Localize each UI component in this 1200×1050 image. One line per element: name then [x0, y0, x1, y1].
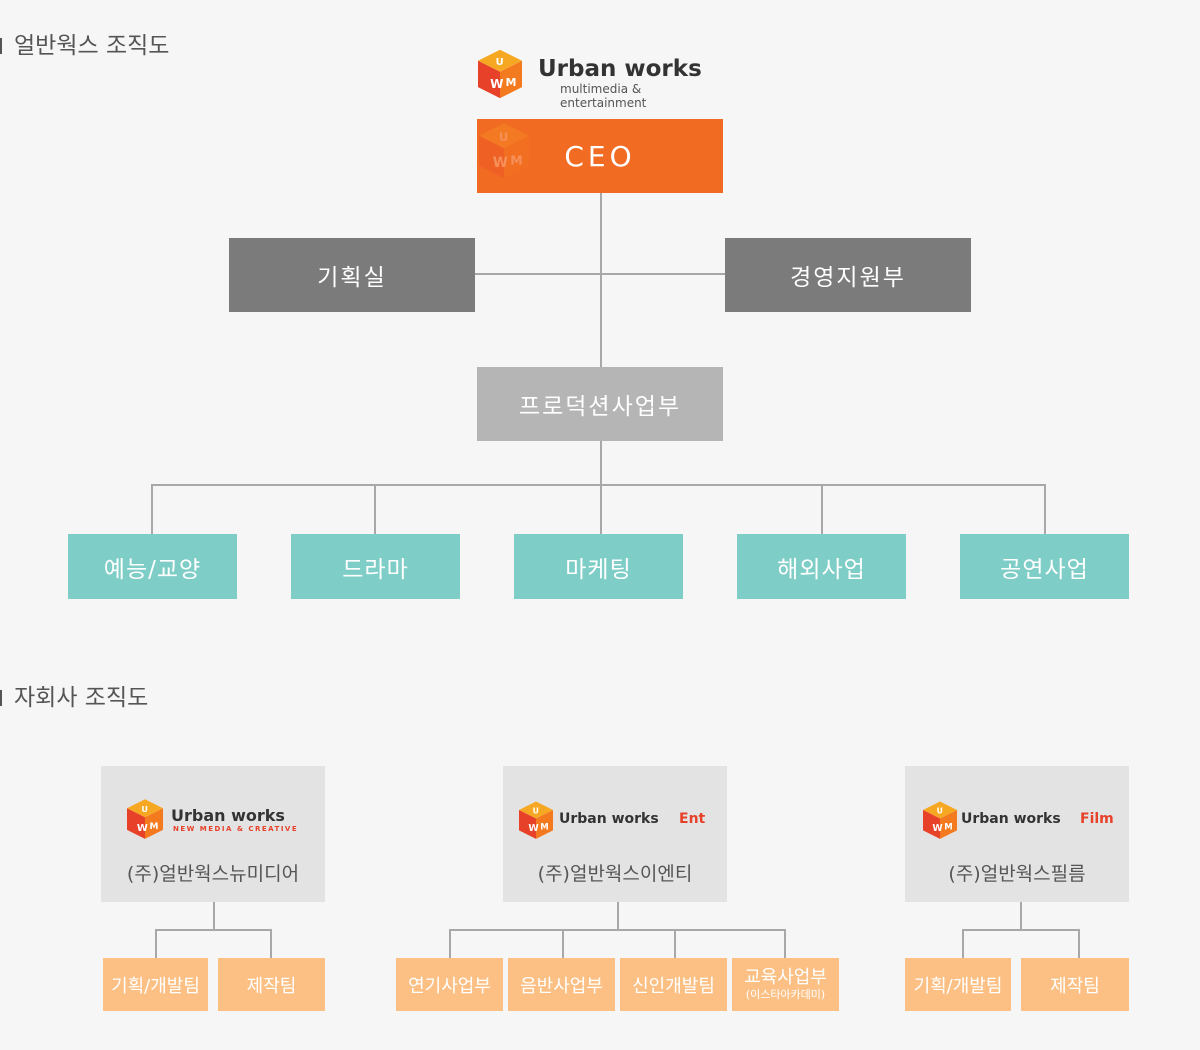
- connector-sub3-team2: [1078, 929, 1080, 958]
- subsidiary-logo-name: Urban works: [559, 811, 659, 827]
- connector-dept-2: [374, 484, 376, 534]
- subsidiary-logo-suffix: Ent: [679, 811, 706, 827]
- connector-sub1-down: [213, 902, 215, 930]
- production-division-label: 프로덕션사업부: [518, 394, 682, 420]
- department-label: 마케팅: [565, 556, 632, 583]
- team-note: (이스타아카데미): [745, 987, 826, 1001]
- connector-dept-3: [600, 484, 602, 534]
- urban-works-logo-icon: [127, 799, 163, 839]
- connector-dept-4: [821, 484, 823, 534]
- team-label: 제작팀: [1050, 975, 1100, 997]
- team-box: 제작팀: [1021, 958, 1129, 1011]
- team-label: 기획/개발팀: [913, 975, 1003, 997]
- connector-sub2-team1: [449, 929, 451, 958]
- team-box: 기획/개발팀: [103, 958, 208, 1011]
- connector-sub2-team4: [784, 929, 786, 958]
- main-logo-name: Urban works: [538, 56, 702, 82]
- title-bar: [0, 38, 2, 54]
- ceo-label: CEO: [564, 139, 636, 173]
- department-box: 드라마: [291, 534, 460, 599]
- team-box: 연기사업부: [396, 958, 503, 1011]
- connector-sub1-team1: [155, 929, 157, 958]
- ceo-box: CEO: [477, 119, 723, 193]
- main-logo-tagline: multimedia & entertainment: [560, 82, 647, 110]
- org-chart-title: 얼반웍스 조직도: [0, 26, 169, 60]
- urban-works-logo-icon: [478, 49, 522, 99]
- planning-office-label: 기획실: [317, 265, 387, 291]
- connector-production-down: [600, 440, 602, 485]
- team-label: 음반사업부: [520, 975, 603, 997]
- subsidiary-logo-tagline: NEW MEDIA & CREATIVE: [173, 825, 299, 833]
- department-box: 예능/교양: [68, 534, 237, 599]
- subsidiary-card-ent: Urban works Ent (주)얼반웍스이엔티: [503, 766, 727, 902]
- subsidiary-logo-name: Urban works: [171, 806, 285, 825]
- connector-staff-horizontal: [475, 273, 725, 275]
- subsidiary-card-film: Urban works Film (주)얼반웍스필름: [905, 766, 1129, 902]
- team-label: 제작팀: [246, 975, 297, 997]
- team-label: 교육사업부: [744, 966, 827, 988]
- connector-sub2-down: [617, 902, 619, 930]
- team-label: 연기사업부: [408, 975, 491, 997]
- org-chart-title-text: 얼반웍스 조직도: [14, 33, 170, 59]
- team-box: 교육사업부 (이스타아카데미): [732, 958, 839, 1011]
- connector-sub1-team2: [270, 929, 272, 958]
- department-label: 해외사업: [777, 556, 866, 583]
- connector-sub2-team2: [562, 929, 564, 958]
- connector-departments-horizontal: [151, 484, 1046, 486]
- subsidiary-chart-title: 자회사 조직도: [0, 678, 148, 712]
- connector-sub3-horizontal: [962, 929, 1080, 931]
- subsidiary-logo-name: Urban works: [961, 811, 1061, 827]
- connector-sub3-down: [1020, 902, 1022, 930]
- main-logo: Urban works multimedia & entertainment: [478, 42, 728, 110]
- planning-office-box: 기획실: [229, 238, 475, 312]
- subsidiary-logo-suffix: Film: [1080, 811, 1114, 827]
- connector-ceo-production: [600, 192, 602, 368]
- subsidiary-company-name: (주)얼반웍스이엔티: [537, 863, 693, 885]
- department-label: 드라마: [342, 556, 409, 583]
- team-box: 제작팀: [218, 958, 325, 1011]
- production-division-box: 프로덕션사업부: [477, 367, 723, 441]
- ceo-watermark-logo-icon: [479, 123, 529, 179]
- team-label: 신인개발팀: [632, 975, 715, 997]
- urban-works-logo-icon: [923, 801, 957, 839]
- subsidiary-card-newmedia: Urban works NEW MEDIA & CREATIVE (주)얼반웍스…: [101, 766, 325, 902]
- management-support-box: 경영지원부: [725, 238, 971, 312]
- team-box: 음반사업부: [508, 958, 615, 1011]
- management-support-label: 경영지원부: [790, 265, 906, 291]
- subsidiary-chart-title-text: 자회사 조직도: [14, 685, 149, 711]
- subsidiary-company-name: (주)얼반웍스필름: [948, 863, 1086, 885]
- connector-sub3-team1: [962, 929, 964, 958]
- department-label: 공연사업: [1000, 556, 1089, 583]
- department-label: 예능/교양: [103, 556, 202, 583]
- team-box: 기획/개발팀: [905, 958, 1011, 1011]
- connector-dept-1: [151, 484, 153, 534]
- title-bar: [0, 690, 2, 706]
- team-box: 신인개발팀: [620, 958, 727, 1011]
- team-label: 기획/개발팀: [111, 975, 200, 997]
- connector-sub2-horizontal: [449, 929, 786, 931]
- department-box: 공연사업: [960, 534, 1129, 599]
- urban-works-logo-icon: [519, 801, 553, 839]
- subsidiary-company-name: (주)얼반웍스뉴미디어: [126, 863, 300, 885]
- connector-sub1-horizontal: [155, 929, 272, 931]
- department-box: 해외사업: [737, 534, 906, 599]
- connector-sub2-team3: [674, 929, 676, 958]
- connector-dept-5: [1044, 484, 1046, 534]
- department-box: 마케팅: [514, 534, 683, 599]
